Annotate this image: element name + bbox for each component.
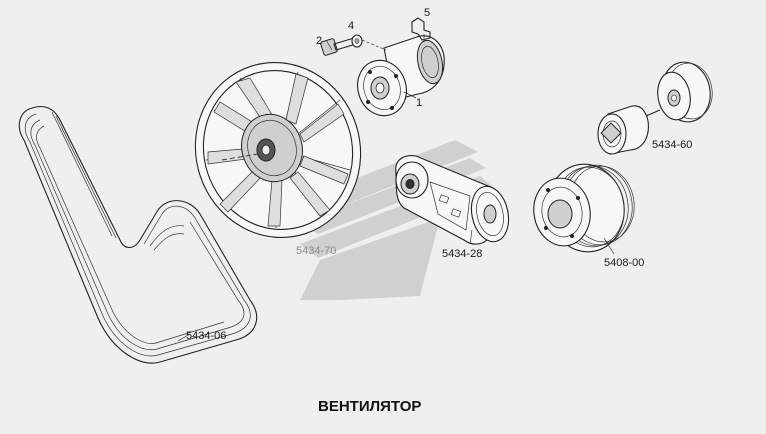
label-tensioner: 5434-28 [442, 248, 482, 260]
fitting [411, 17, 431, 42]
label-belt: 5434-06 [186, 330, 226, 342]
bolt [320, 37, 357, 56]
fan-assembly [194, 62, 362, 238]
label-hub: 1 [416, 97, 422, 109]
tensioner-assembly [395, 155, 510, 245]
label-idler: 5434-60 [652, 139, 692, 151]
hub-assembly [357, 35, 445, 117]
label-washer: 4 [348, 20, 354, 32]
serpentine-belt [18, 105, 258, 364]
pulley-large [533, 163, 635, 255]
label-pulley-large: 5408-00 [604, 257, 644, 269]
idler-pulley [597, 61, 713, 155]
label-fan: 5434-70 [296, 245, 336, 257]
washer [351, 34, 387, 51]
diagram-title: ВЕНТИЛЯТОР [318, 398, 421, 415]
label-fitting: 5 [424, 7, 430, 19]
label-bolt: 2 [316, 35, 322, 47]
